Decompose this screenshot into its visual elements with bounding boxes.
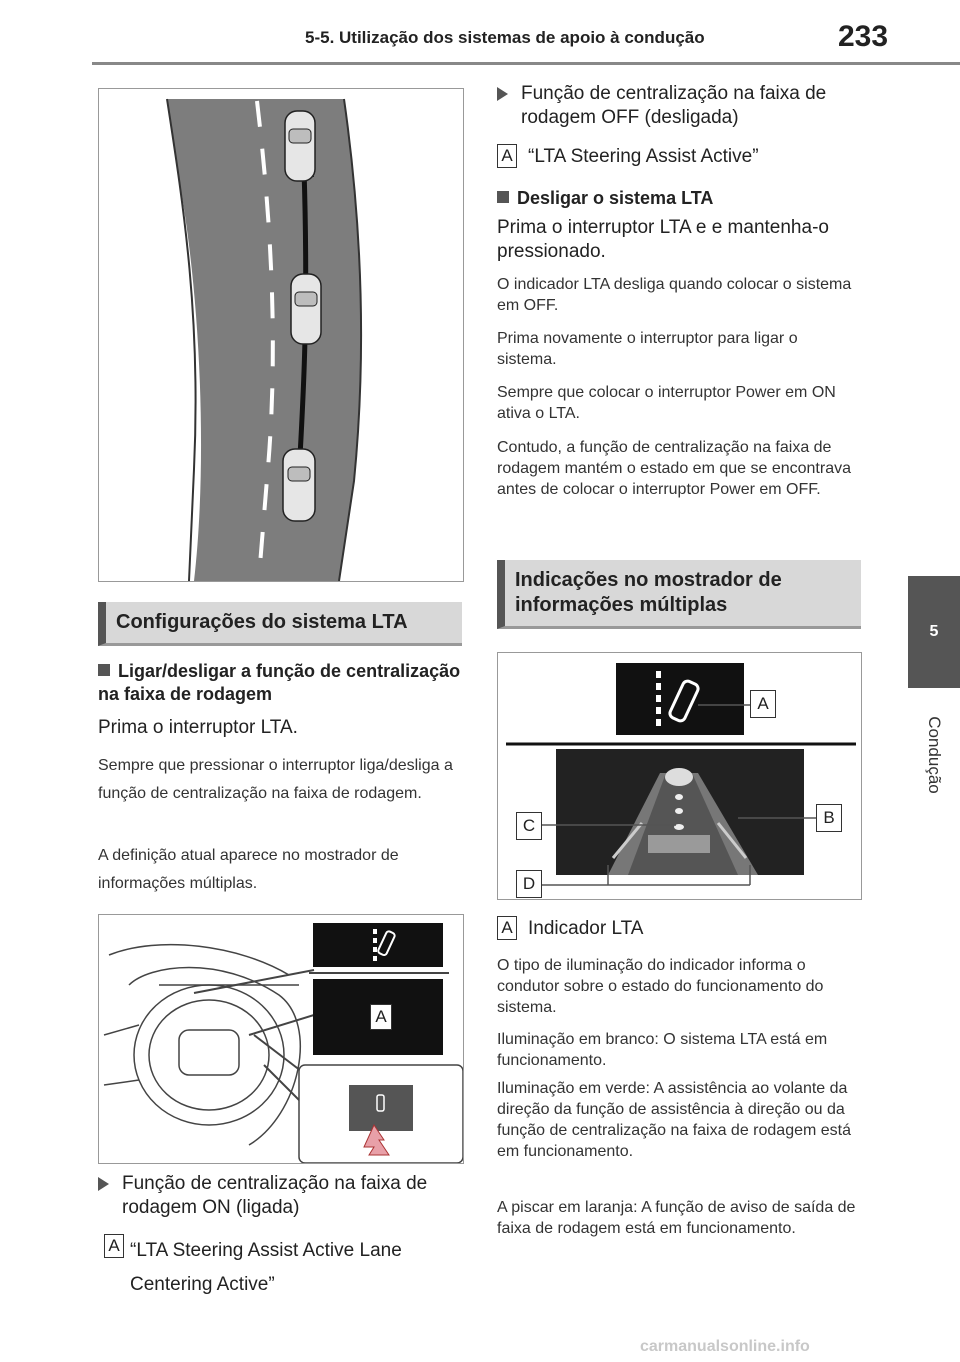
para-orange-flashing: A piscar em laranja: A função de aviso d… bbox=[497, 1199, 856, 1237]
message-off: “LTA Steering Assist Active” bbox=[528, 146, 759, 167]
page-number: 233 bbox=[838, 20, 889, 53]
tag-a-on: A bbox=[104, 1234, 124, 1258]
chapter-tab[interactable]: 5 bbox=[908, 576, 960, 688]
figure-label-b: B bbox=[816, 804, 842, 832]
para-white-lighting: Iluminação em branco: O sistema LTA está… bbox=[497, 1031, 828, 1069]
lead-press-lta: Prima o interruptor LTA. bbox=[98, 717, 298, 738]
watermark: carmanualsonline.info bbox=[640, 1338, 810, 1355]
chapter-number: 5 bbox=[929, 623, 939, 640]
chapter-label: Condução bbox=[925, 716, 944, 794]
bullet-lane-centering-off: Função de centralização na faixa de roda… bbox=[497, 82, 863, 130]
lane-centering-illustration bbox=[98, 88, 464, 582]
section-heading-lta-settings: Configurações do sistema LTA bbox=[98, 602, 462, 646]
sub-heading-lane-centering: Ligar/desligar a função de centralização… bbox=[98, 661, 461, 704]
figure-label-a-left: A bbox=[370, 1004, 392, 1030]
para-power-on: Sempre que colocar o interruptor Power e… bbox=[497, 384, 836, 422]
para-green-lighting: Iluminação em verde: A assistência ao vo… bbox=[497, 1080, 852, 1160]
para-display-info: A definição atual aparece no mostrador d… bbox=[98, 847, 399, 892]
para-indicator-lighting: O tipo de iluminação do indicador inform… bbox=[497, 957, 824, 1016]
figure-label-c: C bbox=[516, 812, 542, 840]
para-toggle-info: Sempre que pressionar o interruptor liga… bbox=[98, 757, 453, 802]
header-rule bbox=[92, 62, 960, 65]
para-keeps-state: Contudo, a função de centralização na fa… bbox=[497, 439, 851, 498]
lta-switch-illustration bbox=[98, 914, 464, 1164]
bullet-lane-centering-on: Função de centralização na faixa de roda… bbox=[98, 1172, 464, 1220]
multi-info-display-illustration bbox=[497, 652, 862, 900]
indicator-title: Indicador LTA bbox=[528, 918, 644, 939]
para-press-again: Prima novamente o interruptor para ligar… bbox=[497, 330, 798, 368]
tag-a-indicator: A bbox=[497, 916, 517, 940]
figure-label-d: D bbox=[516, 870, 542, 898]
figure-label-a: A bbox=[750, 690, 776, 718]
message-on: “LTA Steering Assist Active Lane Centeri… bbox=[130, 1240, 402, 1295]
section-title: 5-5. Utilização dos sistemas de apoio à … bbox=[305, 28, 705, 47]
tag-a-off: A bbox=[497, 144, 517, 168]
lead-press-hold: Prima o interruptor LTA e e mantenha-o p… bbox=[497, 217, 829, 262]
para-indicator-off: O indicador LTA desliga quando colocar o… bbox=[497, 276, 852, 314]
section-heading-mid-indications: Indicações no mostrador de informações m… bbox=[497, 560, 861, 629]
sub-heading-disable-lta: Desligar o sistema LTA bbox=[497, 187, 863, 210]
